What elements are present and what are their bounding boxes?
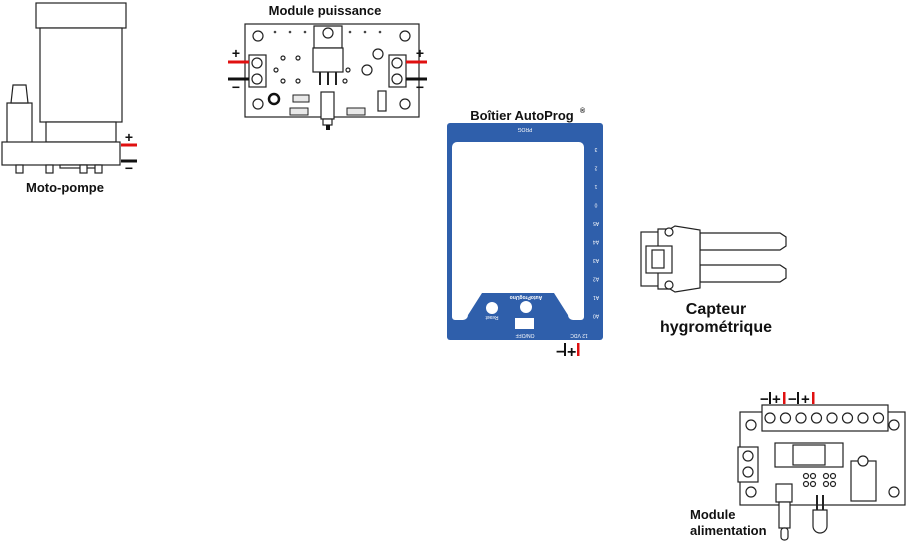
pin-label-left: 13 [452,313,458,319]
pin-label-right: 2 [594,165,597,171]
moisture-sensor: Capteur hygrométrique [640,225,787,336]
power-minus-right: − [416,79,424,95]
pin-label-right: A1 [593,294,599,300]
onoff-label: ON/OFF [516,332,535,338]
supply-module: − + − + Module alimentation [690,391,906,541]
pin-label-left: 8 [453,220,456,226]
sensor-label-1: Capteur [686,301,746,318]
screw-terminal [764,412,776,424]
supply-sign: − [788,391,797,408]
autoprog-plus: + [567,344,576,361]
autoprog-registered: ® [580,107,586,115]
pin-label-left: 6 [453,183,456,189]
autoprog-window [452,142,584,320]
sensor-label-2: hygrométrique [660,319,772,336]
screw-terminal [826,412,838,424]
prog-label: PROG [518,126,533,132]
pin-label-right: A0 [593,313,599,319]
supply-signs: − + − + [760,391,815,408]
autoprog-box: Boîtier AutoProg ® PROG AutoProgUno Rese… [447,107,603,361]
pin-label-right: 3 [594,146,597,152]
pin-label-left: 11 [452,276,457,282]
pin-label-right: 1 [594,183,597,189]
pump: + − Moto-pompe [1,2,137,195]
pin-label-left: 5 [453,165,456,171]
screw-terminal [779,412,792,424]
supply-sign: + [772,391,781,408]
power-module: Module puissance + − + − [228,3,427,130]
power-module-label: Module puissance [269,3,382,18]
autoprog-label: Boîtier AutoProg [470,108,574,123]
pin-label-left: 7 [453,202,456,208]
onoff-switch[interactable] [515,318,534,329]
screw-terminal [857,412,869,424]
supply-sign: + [801,391,810,408]
vdc-label: 12 VDC [570,332,588,338]
screw-terminal [795,412,807,424]
supply-label-2: alimentation [690,523,767,538]
reset-label: Reset [485,314,499,320]
screw-terminal [872,412,885,424]
power-minus-left: − [232,79,240,95]
pump-minus: − [125,160,133,176]
supply-sign: − [760,391,769,408]
pump-plus: + [125,129,133,145]
supply-label-1: Module [690,507,736,522]
power-plus-right: + [416,45,424,61]
pin-label-right: A5 [593,220,599,226]
reset-button[interactable] [486,302,498,314]
pin-label-right: A4 [593,239,599,245]
pin-label-right: A2 [593,276,599,282]
screw-terminal [841,412,854,424]
screw-terminal [810,412,823,424]
power-plus-left: + [232,45,240,61]
pin-label-left: 12 [452,294,458,300]
pin-label-right: 0 [594,202,597,208]
pin-label-left: 10 [452,257,458,263]
pin-label-right: A3 [593,257,599,263]
brand-label: AutoProgUno [510,294,543,300]
pin-label-left: 9 [453,239,456,245]
pump-label: Moto-pompe [26,180,104,195]
pin-label-left: 4 [453,146,456,152]
autoprog-minus: − [556,344,565,361]
